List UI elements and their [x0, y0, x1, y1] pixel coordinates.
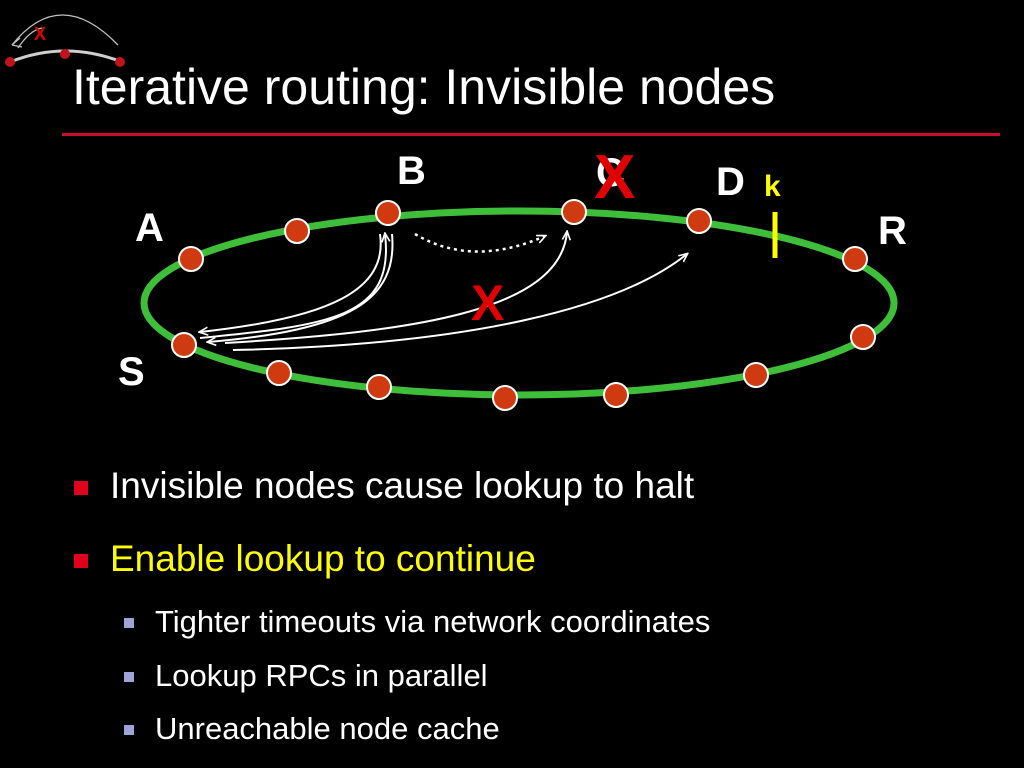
- logo: X: [5, 14, 125, 67]
- label-s: S: [118, 350, 145, 394]
- lookup-arrow-s-to-c: [224, 232, 567, 344]
- node: [366, 374, 392, 400]
- node: [492, 385, 518, 411]
- subbullet-text: Tighter timeouts via network coordinates: [155, 604, 711, 639]
- routing-ring-diagram: A B C D k R S X X: [118, 143, 907, 411]
- failure-mark-c: X: [594, 143, 635, 212]
- logo-mark: X: [34, 24, 46, 44]
- node-s: [171, 332, 197, 358]
- lookup-arrow-b-to-s: [208, 233, 394, 342]
- bullet-text: Invisible nodes cause lookup to halt: [110, 465, 695, 506]
- subbullet-marker: [124, 672, 134, 682]
- node-a-side: [178, 246, 204, 272]
- node-r: [842, 246, 868, 272]
- node: [284, 218, 310, 244]
- label-a: A: [135, 206, 164, 250]
- slide-title: Iterative routing: Invisible nodes: [72, 59, 776, 115]
- label-b: B: [397, 149, 426, 193]
- ring-nodes: [171, 199, 876, 411]
- label-r: R: [878, 209, 907, 253]
- node: [603, 382, 629, 408]
- redirect-arrow-b-to-c: [414, 232, 545, 253]
- failure-mark-path: X: [471, 275, 504, 331]
- ring: [140, 207, 898, 399]
- node: [266, 360, 292, 386]
- node: [743, 362, 769, 388]
- label-key: k: [764, 170, 781, 203]
- title-divider: [62, 133, 1000, 136]
- node-c: [561, 199, 587, 225]
- label-c: C: [596, 151, 625, 195]
- bullet-marker: [74, 554, 88, 568]
- subbullet-marker: [124, 725, 134, 735]
- node-d: [686, 208, 712, 234]
- lookup-arrow-s-to-b-1: [200, 233, 382, 332]
- node: [850, 324, 876, 350]
- subbullet-text: Lookup RPCs in parallel: [155, 658, 488, 693]
- subbullet-text: Unreachable node cache: [155, 711, 500, 746]
- subbullet-marker: [124, 618, 134, 628]
- bullet-text: Enable lookup to continue: [110, 538, 536, 579]
- lookup-arrow-s-to-d: [232, 254, 687, 351]
- label-d: D: [716, 160, 745, 204]
- node-b: [375, 200, 401, 226]
- bullet-marker: [74, 481, 88, 495]
- lookup-arrow-s-to-b-2: [199, 234, 386, 339]
